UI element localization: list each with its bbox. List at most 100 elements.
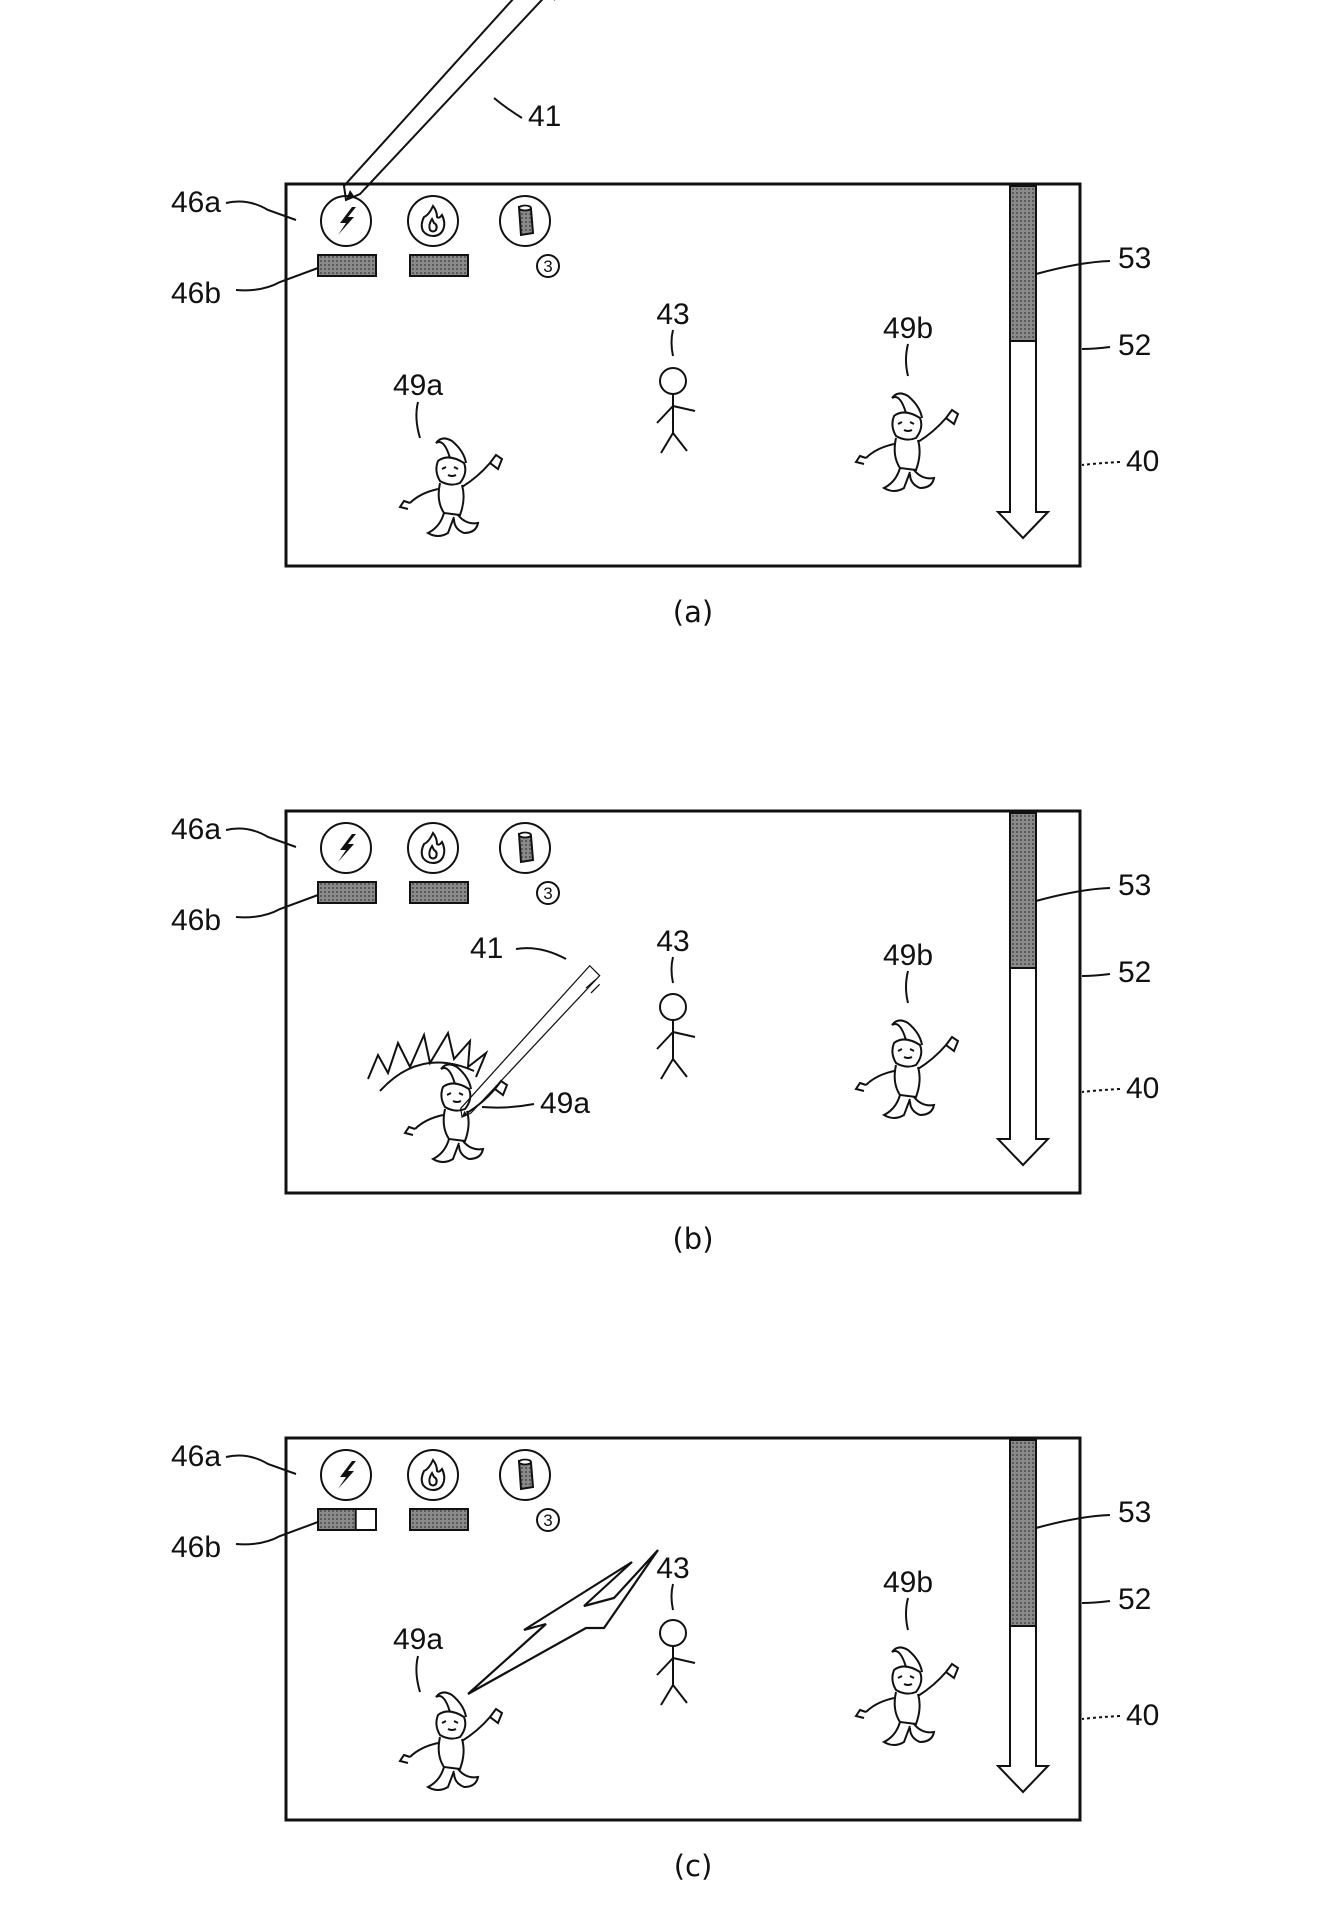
icon-symbol — [518, 204, 534, 236]
bar-fill — [1009, 185, 1037, 342]
screen-frame — [284, 809, 1082, 1195]
item-count-badge: 3 — [536, 254, 560, 278]
down-arrow — [995, 1625, 1051, 1794]
icon-circle — [407, 822, 459, 874]
count-circle — [536, 254, 560, 278]
icon-circle — [320, 1449, 372, 1501]
label-52: 52 — [1118, 329, 1151, 362]
label-43: 43 — [656, 925, 689, 958]
bar-fill — [1009, 1439, 1037, 1627]
leader-line — [1081, 973, 1111, 977]
label-53: 53 — [1118, 1496, 1151, 1529]
gauge-fill — [409, 254, 469, 277]
label-46a: 46a — [171, 186, 221, 219]
icon-circle — [499, 195, 551, 247]
leader-line — [235, 267, 319, 292]
leader-line — [225, 200, 297, 221]
count-circle — [536, 1508, 560, 1532]
screen-frame — [284, 1436, 1082, 1822]
impact-arc — [379, 1061, 475, 1092]
leader-line — [1035, 260, 1111, 275]
label-53: 53 — [1118, 242, 1151, 275]
skill-gauge — [317, 881, 377, 904]
item-count: 3 — [543, 884, 552, 903]
leader-line — [1035, 887, 1111, 902]
bar-fill — [1009, 812, 1037, 969]
label-53: 53 — [1118, 869, 1151, 902]
gauge-fill — [317, 1508, 357, 1531]
panel-caption: (b) — [672, 1222, 713, 1256]
leader-line — [1081, 461, 1121, 466]
screen-frame — [284, 182, 1082, 568]
label-43: 43 — [656, 1552, 689, 1585]
label-49b: 49b — [883, 939, 933, 972]
gauge-fill — [317, 254, 377, 277]
vertical-gauge — [995, 1439, 1051, 1794]
item-icon — [499, 195, 551, 247]
label-40: 40 — [1126, 1072, 1159, 1105]
count-circle — [536, 881, 560, 905]
icon-circle — [407, 1449, 459, 1501]
skill-gauge — [317, 254, 377, 277]
leader-line — [415, 1655, 421, 1693]
label-52: 52 — [1118, 956, 1151, 989]
down-arrow — [995, 967, 1051, 1167]
skill-gauge — [409, 254, 469, 277]
leader-line — [1035, 1514, 1111, 1529]
leader-line — [1081, 346, 1111, 350]
leader-line — [481, 1103, 535, 1109]
item-count: 3 — [543, 257, 552, 276]
label-46a: 46a — [171, 813, 221, 846]
gauge-fill — [409, 881, 469, 904]
panel-caption: (a) — [673, 595, 713, 629]
leader-line — [1081, 1600, 1111, 1604]
lightning-icon — [320, 822, 372, 874]
item-count-badge: 3 — [536, 881, 560, 905]
leader-line — [670, 329, 674, 357]
icon-circle — [499, 822, 551, 874]
down-arrow — [995, 340, 1051, 540]
lightning-attack — [467, 1549, 659, 1695]
leader-line — [905, 343, 909, 377]
leader-line — [1081, 1088, 1121, 1093]
icon-symbol — [518, 831, 534, 863]
label-40: 40 — [1126, 1699, 1159, 1732]
label-40: 40 — [1126, 445, 1159, 478]
panel-caption: (c) — [674, 1849, 713, 1883]
gauge-fill — [317, 881, 377, 904]
icon-circle — [320, 822, 372, 874]
leader-line — [235, 1521, 319, 1546]
leader-line — [905, 1597, 909, 1631]
item-count: 3 — [543, 1511, 552, 1530]
item-count-badge: 3 — [536, 1508, 560, 1532]
label-46a: 46a — [171, 1440, 221, 1473]
vertical-gauge — [995, 185, 1051, 540]
label-52: 52 — [1118, 1583, 1151, 1616]
leader-line — [235, 894, 319, 919]
label-43: 43 — [656, 298, 689, 331]
fire-icon — [407, 822, 459, 874]
leader-line — [225, 1454, 297, 1475]
leader-line — [1081, 1715, 1121, 1720]
leader-line — [225, 827, 297, 848]
label-49a: 49a — [393, 1623, 443, 1656]
fire-icon — [407, 1449, 459, 1501]
leader-line — [670, 956, 674, 984]
leader-line — [515, 947, 567, 960]
icon-symbol — [518, 1458, 534, 1490]
item-icon — [499, 1449, 551, 1501]
leader-line — [670, 1583, 674, 1611]
vertical-gauge — [995, 812, 1051, 1167]
icon-circle — [407, 195, 459, 247]
skill-gauge — [317, 1508, 377, 1531]
label-41: 41 — [528, 100, 561, 133]
label-49b: 49b — [883, 312, 933, 345]
icon-circle — [499, 1449, 551, 1501]
item-icon — [499, 822, 551, 874]
label-46b: 46b — [171, 277, 221, 310]
leader-line — [905, 970, 909, 1004]
